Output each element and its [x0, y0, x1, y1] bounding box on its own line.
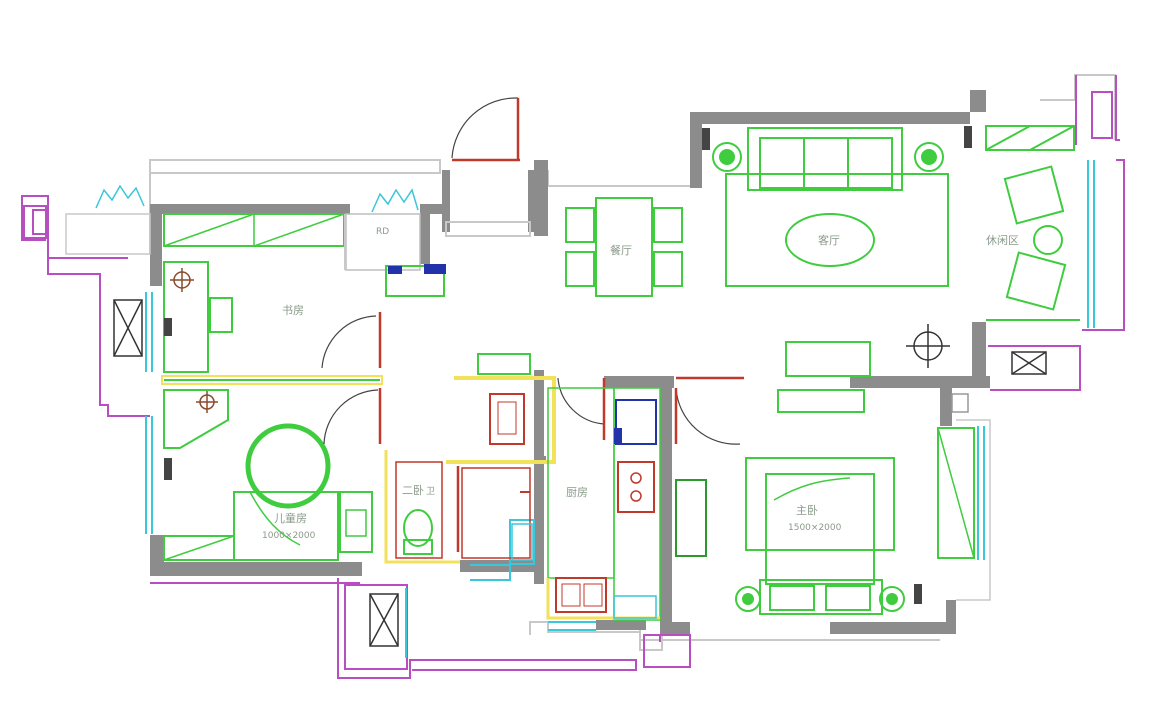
refrigerator — [615, 399, 657, 445]
ac-unit-icon — [113, 299, 143, 357]
ac-unit-icon — [369, 593, 399, 647]
living-room — [725, 127, 949, 413]
radiator-master — [914, 584, 922, 604]
plant-icon — [95, 184, 419, 213]
rd-label: RD — [376, 227, 389, 237]
entrance — [385, 221, 531, 297]
second-bedroom-closet — [395, 461, 443, 559]
bath-cabinet — [477, 353, 531, 375]
lamp-icon — [170, 268, 194, 292]
radiator-child — [164, 458, 172, 480]
ac-unit-icon — [1011, 351, 1047, 375]
windows — [145, 160, 1095, 658]
coffee-table — [785, 213, 875, 267]
master-window — [977, 426, 985, 560]
plant-icon — [735, 586, 905, 612]
master-bed-size: 1500×2000 — [788, 523, 842, 533]
study-chair — [209, 297, 233, 333]
appliance-icon — [388, 266, 402, 274]
appliance-icon — [424, 264, 446, 274]
second-bedroom-label: 二卧 — [402, 484, 424, 497]
armchair — [1005, 251, 1067, 311]
side-table — [1033, 225, 1063, 255]
living-rug — [725, 173, 949, 287]
child-room-label: 儿童房 — [274, 511, 307, 525]
child-desk — [163, 389, 229, 449]
tv-console — [675, 479, 707, 557]
lamp-icon — [196, 391, 218, 413]
study-label: 书房 — [282, 304, 304, 317]
toilet — [403, 509, 433, 547]
master-bedroom: 主卧 1500×2000 — [675, 427, 975, 615]
kitchen-label: 厨房 — [566, 486, 588, 499]
bathroom: 二卧 卫 — [384, 353, 556, 564]
master-bedroom-label: 主卧 — [796, 504, 818, 517]
bathroom-label: 卫 — [426, 487, 435, 497]
master-rug — [745, 457, 895, 551]
kitchen: 厨房 — [546, 387, 661, 621]
master-bed — [765, 473, 875, 585]
door-swing-icon — [321, 97, 741, 445]
radiator-study — [164, 318, 172, 336]
child-rug — [245, 423, 331, 509]
door-leaves — [378, 98, 744, 552]
tv-cabinet — [785, 341, 871, 377]
rd-box — [345, 213, 421, 271]
lamp-icon — [906, 324, 950, 368]
radiator-living — [702, 128, 710, 150]
plant-icon — [712, 142, 944, 172]
dining-table — [595, 197, 653, 297]
armchair — [1003, 165, 1065, 225]
radiator-living-2 — [964, 126, 972, 148]
dining-label: 餐厅 — [610, 243, 632, 257]
living-label: 客厅 — [818, 233, 840, 247]
dining-area — [565, 197, 683, 297]
study-desk — [163, 261, 209, 373]
child-room: 儿童房 1000×2000 — [161, 375, 383, 561]
sofa — [747, 127, 903, 191]
kitchen-sink — [555, 577, 607, 613]
shower — [461, 467, 531, 559]
master-wardrobe — [937, 427, 975, 559]
study-room: 书房 RD — [163, 213, 421, 373]
child-bed-size: 1000×2000 — [262, 531, 316, 541]
leisure-area — [985, 125, 1080, 321]
child-bed — [233, 491, 339, 561]
stove — [617, 461, 655, 513]
leisure-label: 休闲区 — [986, 233, 1019, 247]
child-wardrobe — [163, 535, 235, 561]
walls — [150, 90, 990, 634]
washbasin — [489, 393, 525, 445]
